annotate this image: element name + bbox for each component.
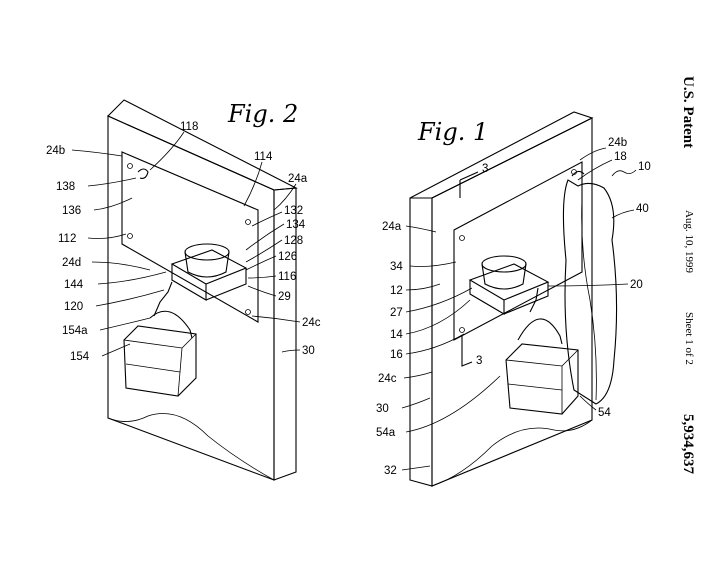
coat-hook-18 — [571, 170, 585, 177]
sheet-number: Sheet 1 of 2 — [683, 312, 695, 365]
figure-2-leaders — [71, 131, 301, 357]
ref-label: 154 — [70, 351, 90, 363]
ref-label: 30 — [302, 345, 315, 357]
bag-154 — [123, 325, 197, 397]
cup-body — [481, 263, 527, 290]
ref-label: 24c — [302, 317, 321, 329]
ref-label: 128 — [284, 235, 303, 247]
ref-label: 34 — [390, 261, 403, 273]
wall-side-section — [273, 187, 297, 481]
ref-label: 136 — [62, 205, 81, 217]
ref-label: 24a — [382, 221, 402, 233]
patent-label: U.S. Patent — [680, 76, 696, 148]
coat-40 — [562, 179, 618, 405]
wall-side-section — [409, 197, 433, 487]
ref-label: 14 — [390, 329, 403, 341]
ref-label: 20 — [630, 279, 643, 291]
ref-label: 54a — [376, 427, 396, 439]
ref-label: 18 — [614, 151, 627, 163]
ref-label: 24c — [378, 373, 397, 385]
ref-label: 10 — [638, 161, 651, 173]
ref-label: 3 — [476, 355, 482, 367]
ref-label: 126 — [278, 251, 297, 263]
figure-2-drawing — [107, 99, 298, 481]
bag-strap — [517, 318, 563, 345]
mounting-plate — [121, 151, 259, 323]
ref-label: 112 — [58, 233, 76, 245]
ref-label: 138 — [56, 181, 75, 193]
ref-label: 144 — [64, 279, 84, 291]
ref-label: 24d — [62, 257, 81, 269]
ref-label: 132 — [284, 205, 303, 217]
patent-header-rotated: U.S. Patent Aug. 10, 1999 Sheet 1 of 2 5… — [680, 76, 696, 475]
ref-label: 24a — [288, 173, 308, 185]
ref-label: 29 — [278, 291, 291, 303]
ref-label: 30 — [376, 403, 389, 415]
ref-label: 154a — [62, 325, 88, 337]
ref-label: 12 — [390, 285, 403, 297]
hanger-link — [529, 287, 539, 313]
ref-label: 24b — [608, 137, 627, 149]
ref-label: 27 — [390, 307, 403, 319]
section-arrow-bottom — [461, 336, 473, 367]
ref-label: 3 — [482, 163, 488, 175]
patent-date: Aug. 10, 1999 — [683, 210, 695, 273]
cup-body — [184, 251, 230, 278]
ref-label: 24b — [46, 145, 65, 157]
cup-rim — [481, 255, 527, 273]
holder-bracket — [468, 263, 550, 301]
hanger-chain — [153, 281, 173, 317]
ref-label: 16 — [390, 349, 403, 361]
figure-2-reference-numerals: 24b 118 114 24a 138 136 132 134 112 128 … — [46, 121, 321, 363]
figure-1-drawing — [409, 111, 618, 487]
bag-strap — [149, 310, 193, 339]
figure-1-title: Fig. 1 — [417, 118, 488, 146]
ref-label: 134 — [286, 219, 306, 231]
figure-1-leaders — [401, 147, 637, 471]
figure-1-reference-numerals: 3 24b 18 10 40 24a 34 12 20 27 14 16 3 2… — [376, 137, 651, 477]
ref-label: 40 — [636, 203, 649, 215]
ref-label: 120 — [64, 301, 83, 313]
patent-number: 5,934,637 — [680, 414, 696, 475]
bag-54 — [505, 343, 579, 415]
ref-label: 32 — [384, 465, 397, 477]
ref-label: 118 — [180, 121, 198, 133]
section-arrow-top — [459, 171, 479, 198]
mounting-plate — [453, 161, 583, 341]
ref-label: 114 — [254, 151, 273, 163]
ref-label: 116 — [278, 271, 296, 283]
ref-label: 54 — [598, 407, 611, 419]
figure-2-title: Fig. 2 — [227, 100, 298, 128]
hook-138 — [137, 168, 149, 179]
